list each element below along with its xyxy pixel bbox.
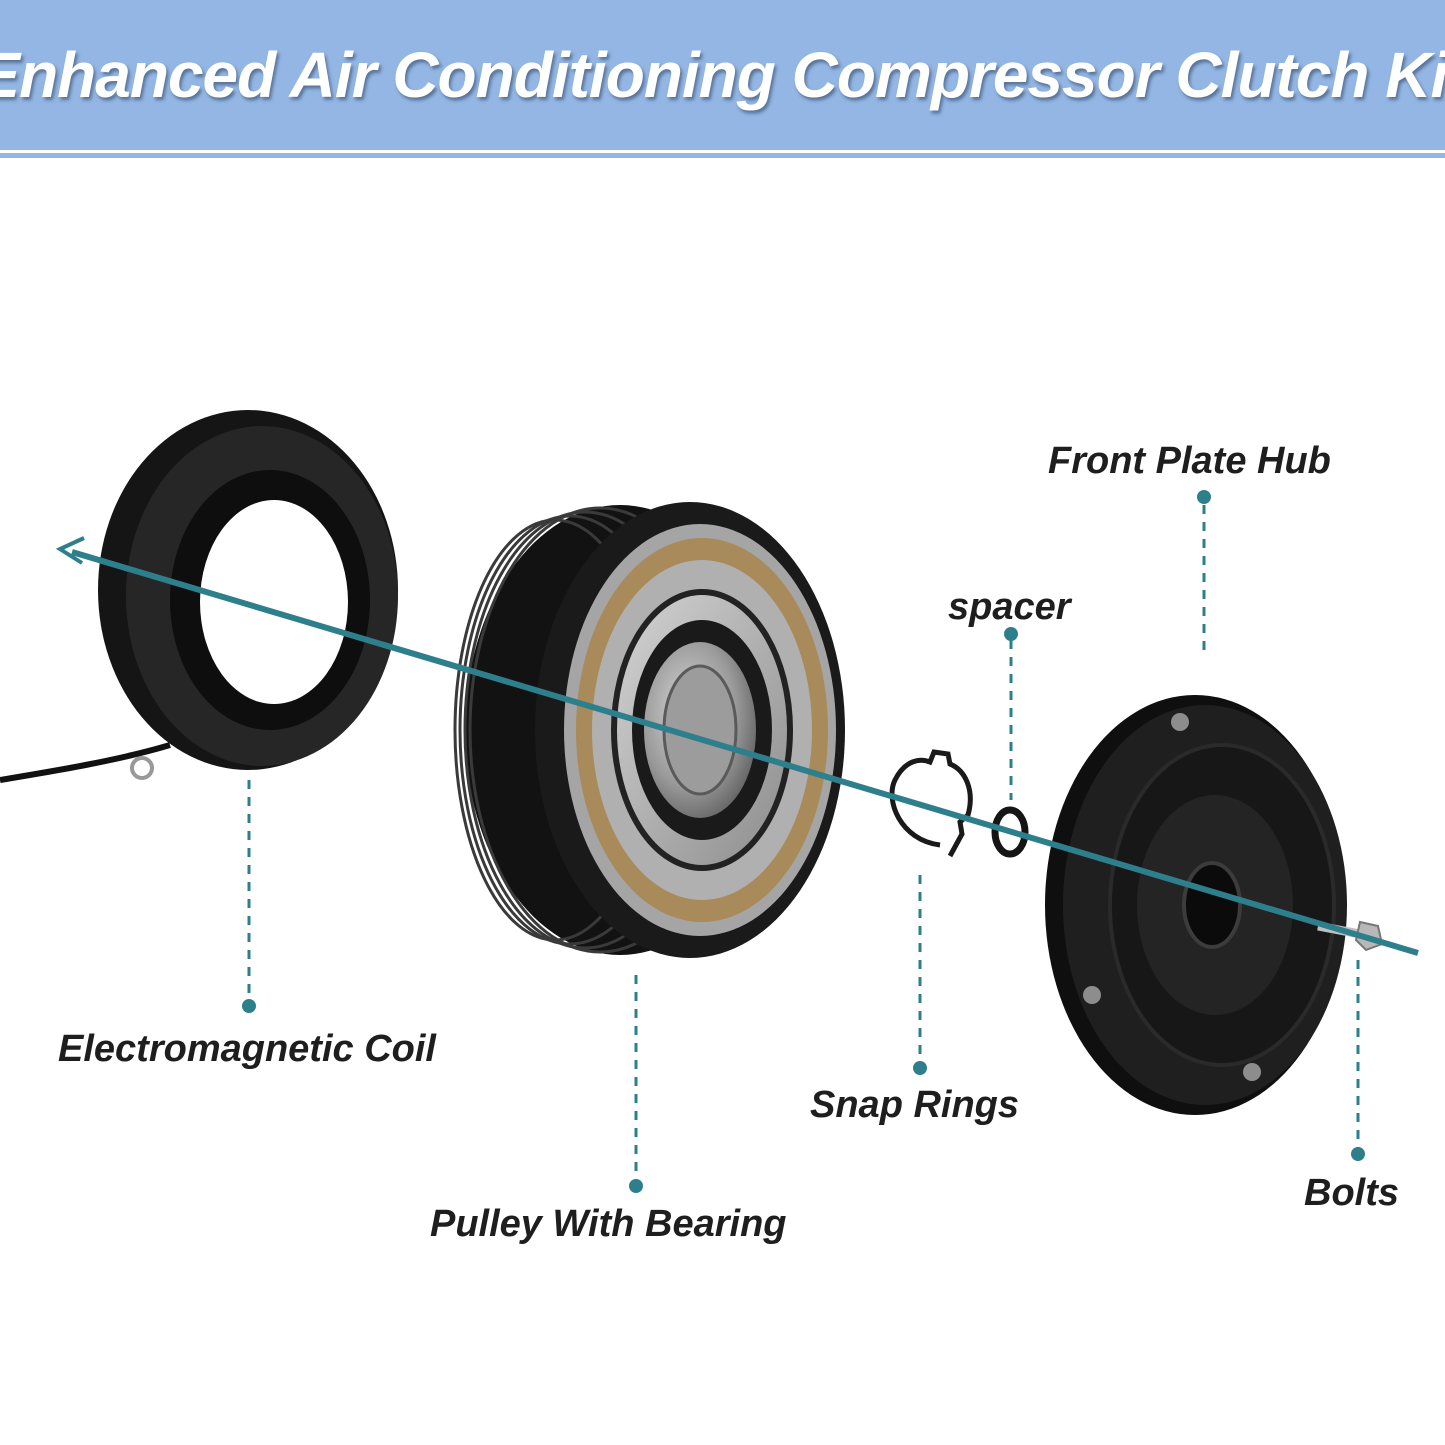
label-pulley-with-bearing: Pulley With Bearing — [430, 1205, 787, 1243]
pulley-icon — [455, 502, 845, 958]
snap-ring-icon — [892, 752, 970, 856]
label-snap-rings: Snap Rings — [810, 1086, 1019, 1124]
label-spacer: spacer — [948, 588, 1071, 626]
label-bolts: Bolts — [1304, 1174, 1399, 1212]
label-electromagnetic-coil: Electromagnetic Coil — [58, 1030, 436, 1068]
electromagnetic-coil-icon — [0, 410, 398, 780]
front-plate-hub-icon — [1045, 695, 1347, 1115]
label-front-plate-hub: Front Plate Hub — [1048, 442, 1331, 480]
